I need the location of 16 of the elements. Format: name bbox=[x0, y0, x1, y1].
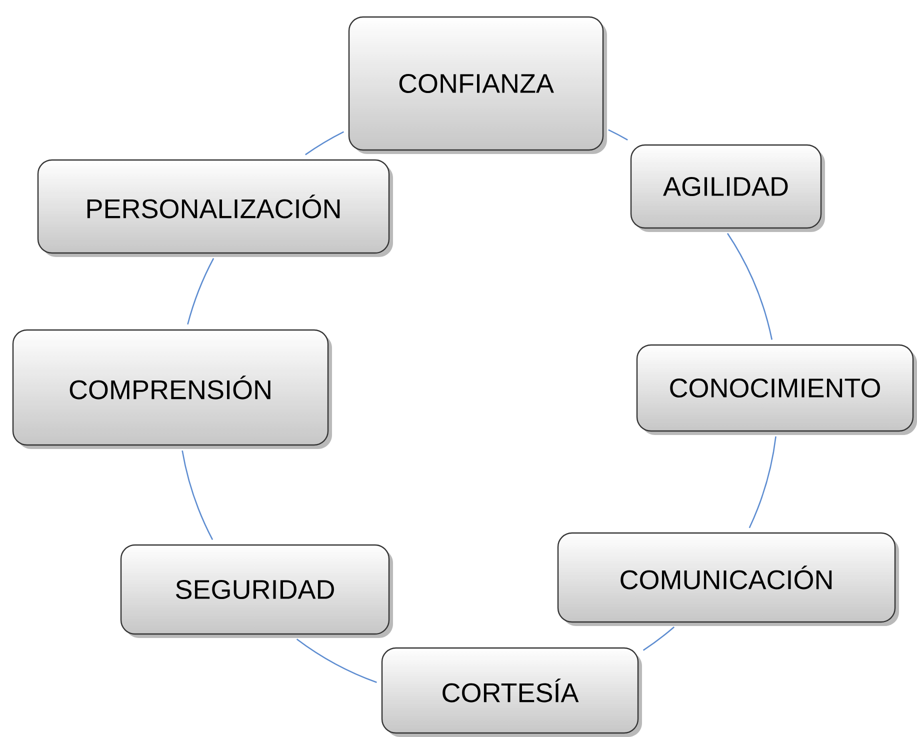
rounded-box: CONOCIMIENTO bbox=[636, 344, 917, 435]
rounded-box: CONFIANZA bbox=[348, 16, 607, 154]
arc-line bbox=[608, 129, 628, 140]
rounded-box: SEGURIDAD bbox=[120, 544, 393, 638]
arc-line bbox=[305, 131, 344, 156]
rounded-box: PERSONALIZACIÓN bbox=[37, 159, 393, 257]
rounded-box: AGILIDAD bbox=[630, 144, 825, 232]
arc-line bbox=[296, 638, 377, 683]
arc-line bbox=[187, 258, 214, 325]
rounded-box: CORTESÍA bbox=[381, 647, 642, 737]
rounded-box: COMPRENSIÓN bbox=[12, 329, 332, 449]
arc-line bbox=[182, 450, 214, 540]
rounded-box: COMUNICACIÓN bbox=[557, 532, 899, 626]
arc-line bbox=[642, 626, 675, 651]
arc-line bbox=[748, 436, 776, 528]
arc-line bbox=[726, 233, 773, 340]
